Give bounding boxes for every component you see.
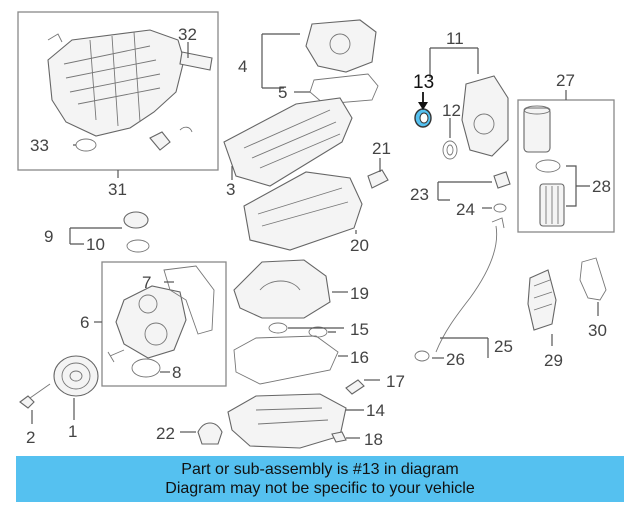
filter-housing-part	[523, 105, 551, 153]
callout-27: 27	[556, 71, 575, 90]
callout-5: 5	[278, 83, 287, 102]
seal-15-part	[268, 322, 328, 338]
callout-31: 31	[108, 180, 127, 199]
cover-4-part	[305, 19, 377, 73]
oil-cooler-29-part	[527, 269, 557, 331]
cylinder-head-3-part	[223, 97, 353, 187]
pulley-1-part	[53, 355, 99, 397]
callout-17: 17	[386, 372, 405, 391]
callout-2: 2	[26, 428, 35, 447]
filter-element-part	[539, 183, 565, 227]
sensor-23-part	[493, 171, 511, 189]
callout-15: 15	[350, 320, 369, 339]
callout-32: 32	[178, 25, 197, 44]
callout-3: 3	[226, 180, 235, 199]
callout-8: 8	[172, 363, 181, 382]
seal-26-part	[414, 350, 430, 362]
callout-7: 7	[142, 273, 151, 292]
callout-14: 14	[366, 401, 385, 420]
leader-4	[261, 33, 300, 89]
callout-28: 28	[592, 177, 611, 196]
callout-16: 16	[350, 348, 369, 367]
leader-28	[566, 165, 590, 207]
callout-9: 9	[44, 227, 53, 246]
callout-10: 10	[86, 235, 105, 254]
callout-21: 21	[372, 139, 391, 158]
callout-4: 4	[238, 57, 247, 76]
seal-10-part	[126, 239, 150, 253]
arrow-13-icon	[418, 102, 428, 110]
leader-15	[288, 327, 344, 333]
callout-29: 29	[544, 351, 563, 370]
filter-seal-part	[535, 159, 561, 173]
leader-9-10	[69, 227, 122, 245]
bolt-in-box-part	[107, 349, 125, 363]
bolt-2-part	[19, 383, 51, 409]
info-banner: Part or sub-assembly is #13 in diagram D…	[16, 456, 624, 502]
callout-6: 6	[80, 313, 89, 332]
callout-11: 11	[446, 29, 464, 48]
leader-23	[437, 181, 492, 201]
seal-12-part	[442, 140, 458, 160]
dipstick-tube-25-part	[435, 217, 505, 353]
parts-diagram: 33 32 31 4 5 3 21 20 9 10 6	[17, 11, 615, 449]
callout-33: 33	[30, 136, 49, 155]
engine-block-20-part	[243, 171, 363, 251]
timing-cover-box	[101, 261, 227, 387]
timing-cover-part	[115, 285, 187, 359]
o-ring-33-part	[75, 138, 97, 152]
gasket-16-part	[233, 335, 339, 385]
bracket-21-part	[367, 169, 389, 189]
callout-13: 13	[413, 72, 434, 93]
callout-18: 18	[364, 430, 383, 449]
leader-25	[440, 337, 489, 358]
seal-8-part	[131, 358, 161, 378]
banner-line-1: Part or sub-assembly is #13 in diagram	[181, 461, 459, 478]
callout-12: 12	[442, 101, 461, 120]
plug-18-part	[331, 431, 347, 443]
callout-26: 26	[446, 350, 465, 369]
callout-25: 25	[494, 337, 513, 356]
front-cover-11-part	[461, 75, 509, 157]
gasket-5-part	[309, 73, 379, 105]
callout-23: 23	[410, 185, 429, 204]
seal-24-part	[493, 203, 507, 213]
callout-20: 20	[350, 236, 369, 255]
banner-line-2: Diagram may not be specific to your vehi…	[165, 480, 475, 497]
oil-cap-9-part	[123, 211, 149, 229]
seal-13-highlighted-part	[414, 108, 432, 128]
callout-19: 19	[350, 284, 369, 303]
sensor-22-part	[197, 422, 223, 445]
timing-case-19-part	[233, 259, 331, 319]
callout-22: 22	[156, 424, 175, 443]
intake-manifold-part	[47, 29, 213, 151]
leader-11	[429, 47, 479, 78]
bracket-17-part	[345, 379, 365, 395]
callout-1: 1	[68, 422, 77, 441]
callout-30: 30	[588, 321, 607, 340]
gasket-7-part	[163, 265, 215, 335]
oil-pan-14-part	[227, 393, 347, 449]
callout-24: 24	[456, 200, 475, 219]
gasket-30-part	[579, 257, 607, 301]
